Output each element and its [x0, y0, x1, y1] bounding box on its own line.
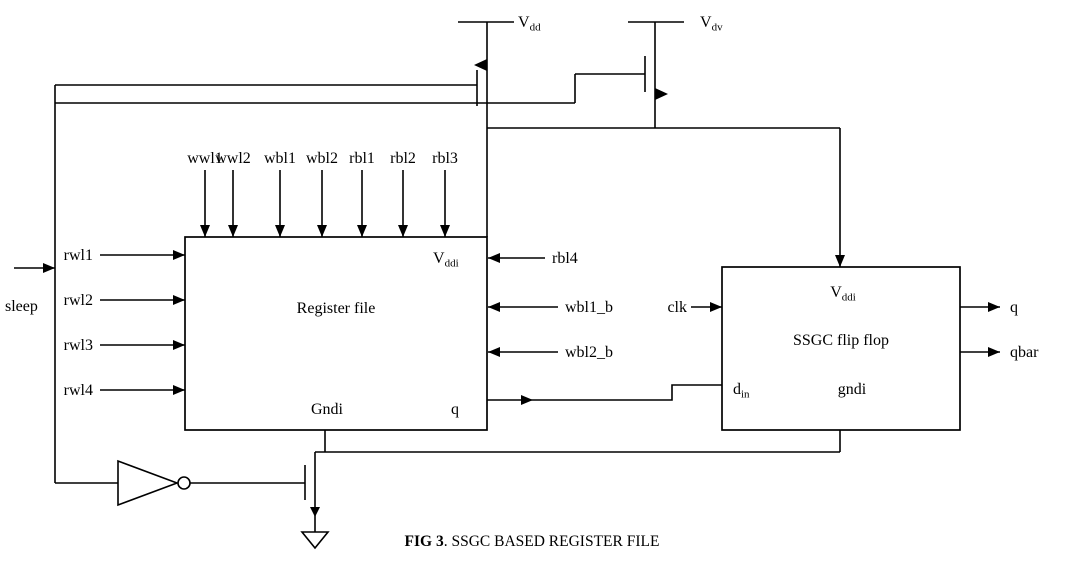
wiring	[54, 73, 845, 484]
nmos-source-arrow	[310, 507, 320, 517]
register-file-left-inputs	[14, 250, 185, 395]
top-input-label-wbl1: wbl1	[264, 150, 296, 167]
flip-flop-gndi-label: gndi	[838, 381, 867, 398]
register-file-gndi-label: Gndi	[311, 401, 344, 418]
flip-flop-din-label: din	[733, 381, 750, 401]
register-file-title: Register file	[297, 300, 376, 317]
clk-label: clk	[667, 299, 687, 316]
left-input-label-rwl2: rwl2	[64, 292, 93, 309]
inverter-bubble	[177, 476, 191, 490]
top-input-label-wwl1: wwl1	[187, 150, 223, 167]
inverter-triangle	[117, 459, 180, 507]
sleep-label: sleep	[5, 298, 38, 315]
qbar-output-label: qbar	[1010, 344, 1039, 361]
flip-flop-io	[691, 302, 1000, 357]
pmos-right	[628, 21, 684, 100]
top-input-label-wwl2: wwl2	[215, 150, 251, 167]
pmos-left	[458, 21, 514, 112]
right-input-label-rbl4: rbl4	[552, 250, 578, 267]
q-to-din-arrowhead	[521, 395, 533, 405]
right-input-label-wbl2b: wbl2_b	[565, 344, 613, 361]
figure-caption: FIG 3. SSGC BASED REGISTER FILE	[405, 533, 660, 550]
left-input-label-rwl3: rwl3	[64, 337, 93, 354]
register-file-right-inputs	[488, 253, 558, 357]
vdd-label: Vdd	[518, 14, 541, 34]
figure-caption-text: . SSGC BASED REGISTER FILE	[444, 533, 660, 550]
register-file-top-inputs	[200, 170, 450, 237]
left-input-label-rwl1: rwl1	[64, 247, 93, 264]
figure-caption-number: FIG 3	[405, 533, 444, 550]
top-input-label-rbl2: rbl2	[390, 150, 416, 167]
pmos-left-arrow	[474, 59, 487, 71]
top-input-label-rbl1: rbl1	[349, 150, 375, 167]
vdv-label: Vdv	[700, 14, 723, 34]
register-file-q-label: q	[451, 401, 459, 418]
flip-flop-vddi-label: Vddi	[830, 284, 856, 304]
labels: Vdd Vdv sleep wwl1 wwl2 wbl1 wbl2 rbl1 r…	[5, 14, 1039, 550]
right-input-label-wbl1b: wbl1_b	[565, 299, 613, 316]
register-file-box	[184, 236, 488, 431]
top-input-label-rbl3: rbl3	[432, 150, 458, 167]
pmos-right-arrow	[655, 88, 668, 100]
top-input-label-wbl2: wbl2	[306, 150, 338, 167]
q-output-label: q	[1010, 299, 1018, 316]
left-input-label-rwl4: rwl4	[64, 382, 93, 399]
register-file-vddi-label: Vddi	[433, 250, 459, 270]
inverter	[117, 459, 191, 507]
ground-symbol	[300, 531, 330, 550]
nmos-footer	[300, 452, 330, 550]
flip-flop-box	[721, 266, 961, 431]
wire-q-to-din	[487, 384, 722, 401]
flip-flop-title: SSGC flip flop	[793, 332, 889, 349]
